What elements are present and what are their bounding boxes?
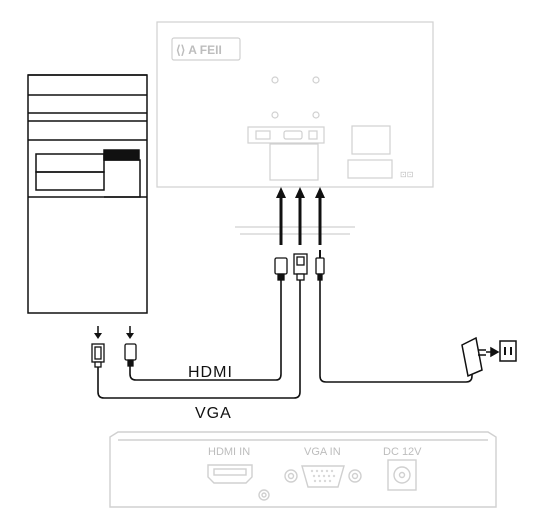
vga-port-icon	[284, 465, 362, 488]
wall-outlet-icon	[499, 340, 517, 362]
port-label-hdmi-in: HDMI IN	[208, 446, 250, 458]
hdmi-plug-icon	[274, 257, 288, 281]
power-adapter-icon	[461, 336, 500, 378]
port-panel	[109, 431, 497, 508]
vga-plug-icon	[91, 343, 105, 368]
vga-plug-icon	[293, 253, 308, 281]
screw-icon	[258, 489, 270, 501]
dc-plug-icon	[315, 250, 325, 281]
hdmi-plug-icon	[124, 343, 137, 367]
down-arrow-icon	[94, 326, 134, 339]
desktop-tower-icon	[27, 74, 148, 314]
monitor-brand: ⟨⟩ A FEII	[176, 43, 222, 57]
hdmi-port-icon	[207, 464, 253, 484]
monitor-corner-mark: ⊡⊡	[400, 170, 413, 179]
hdmi-cable-label: HDMI	[188, 364, 233, 381]
dc-port-icon	[387, 459, 417, 491]
vga-cable-label: VGA	[195, 405, 232, 422]
port-label-vga-in: VGA IN	[304, 446, 341, 458]
cables	[97, 280, 473, 399]
up-arrows	[276, 187, 325, 245]
port-label-dc: DC 12V	[383, 446, 422, 458]
monitor-back-icon	[156, 21, 434, 235]
